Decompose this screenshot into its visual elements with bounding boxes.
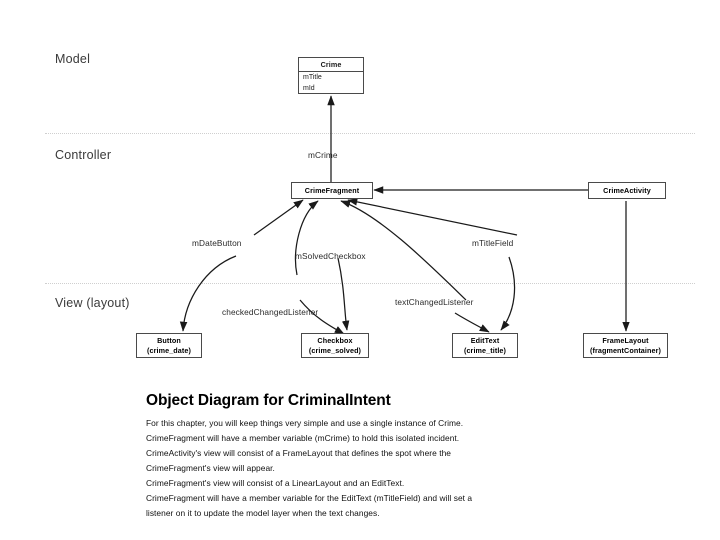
divider-model-controller — [45, 133, 695, 134]
node-crime-attr-mid: mId — [303, 84, 315, 92]
edge-label-checkedchangedlistener: checkedChangedListener — [222, 307, 319, 317]
node-button[interactable]: Button (crime_date) — [136, 333, 202, 358]
object-diagram: Model Controller View (layout) — [45, 52, 695, 358]
edge-label-mtitlefield: mTitleField — [472, 238, 514, 248]
band-label-view: View (layout) — [55, 296, 130, 310]
arrow-crimefragment-to-checkbox — [337, 257, 350, 331]
caption-body: For this chapter, you will keep things v… — [146, 418, 616, 519]
node-crimeactivity[interactable]: CrimeActivity — [588, 182, 666, 199]
node-crime[interactable]: Crime mTitle mId — [298, 57, 364, 94]
node-framelayout[interactable]: FrameLayout (fragmentContainer) — [583, 333, 668, 358]
arrow-edittext-to-crimefragment — [347, 198, 518, 236]
node-checkbox-id: (crime_solved) — [308, 345, 362, 355]
arrow-crimefragment-to-checkbox-listener — [299, 299, 345, 335]
caption-line-6: CrimeFragment will have a member variabl… — [146, 493, 473, 504]
band-label-controller: Controller — [55, 148, 112, 162]
node-crime-attributes: mTitle mId — [299, 72, 363, 95]
arrow-crimefragment-to-edittext — [500, 256, 516, 331]
node-edittext-label: EditText — [470, 336, 500, 345]
caption-line-4: CrimeFragment's view will appear. — [146, 463, 275, 474]
node-checkbox[interactable]: Checkbox (crime_solved) — [301, 333, 369, 358]
caption-line-7: listener on it to update the model layer… — [146, 508, 380, 519]
node-crime-title: Crime — [299, 58, 363, 72]
node-crimefragment-label: CrimeFragment — [304, 185, 360, 195]
node-checkbox-label: Checkbox — [317, 336, 353, 345]
divider-controller-view — [45, 283, 695, 284]
arrow-checkbox-to-crimefragment — [294, 200, 319, 276]
caption-line-2: CrimeFragment will have a member variabl… — [146, 433, 460, 444]
caption-line-1: For this chapter, you will keep things v… — [146, 418, 464, 429]
arrow-crimefragment-to-button — [179, 255, 237, 332]
arrow-button-to-crimefragment — [253, 199, 304, 236]
edge-label-mcrime: mCrime — [308, 150, 338, 160]
caption-line-3: CrimeActivity's view will consist of a F… — [146, 448, 451, 459]
caption-block: Object Diagram for CriminalIntent For th… — [146, 392, 616, 523]
node-crime-attr-mtitle: mTitle — [303, 74, 322, 81]
node-button-id: (crime_date) — [147, 345, 191, 355]
node-button-label: Button — [157, 336, 181, 345]
node-edittext[interactable]: EditText (crime_title) — [452, 333, 518, 358]
caption-title: Object Diagram for CriminalIntent — [146, 392, 391, 409]
caption-line-5: CrimeFragment's view will consist of a L… — [146, 478, 405, 489]
arrow-listener-to-edittext — [454, 312, 490, 333]
edge-label-textchangedlistener: textChangedListener — [395, 297, 474, 307]
band-label-model: Model — [55, 52, 91, 66]
node-edittext-id: (crime_title) — [463, 345, 507, 355]
node-crimeactivity-label: CrimeActivity — [603, 185, 651, 195]
edge-label-msolvedcheckbox: mSolvedCheckbox — [295, 251, 366, 261]
edge-label-mdatebutton: mDateButton — [192, 238, 242, 248]
node-framelayout-label: FrameLayout — [602, 336, 649, 345]
node-framelayout-id: (fragmentContainer) — [590, 345, 661, 355]
node-crimefragment[interactable]: CrimeFragment — [291, 182, 373, 199]
